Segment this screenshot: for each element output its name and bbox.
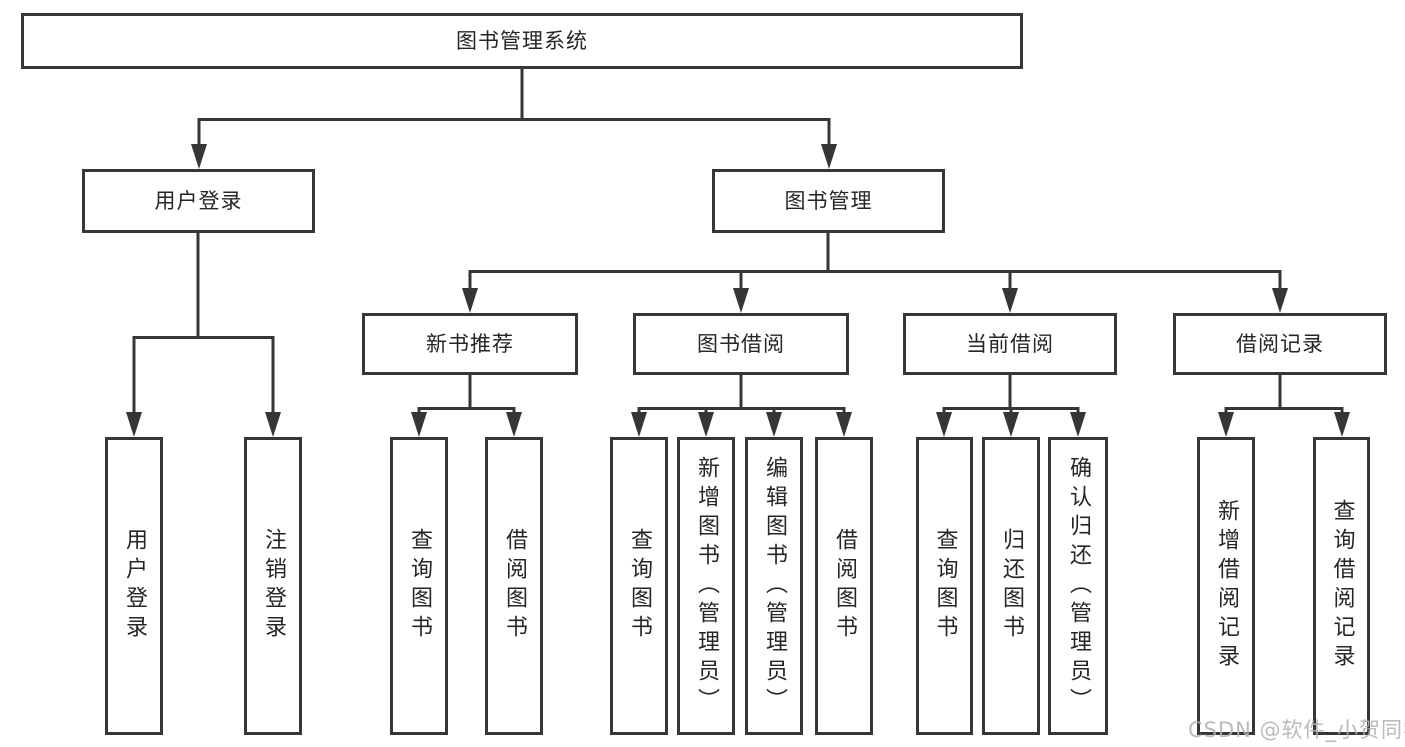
leaf-query-books-borrow: 查询图书	[610, 437, 668, 735]
leaf-user-login: 用户登录	[105, 437, 163, 735]
arrowhead-down-icon	[1334, 412, 1350, 437]
node-user-login: 用户登录	[82, 169, 315, 233]
arrowhead-down-icon	[836, 412, 852, 437]
arrowhead-down-icon	[698, 412, 714, 437]
leaf-borrow-books-borrow: 借阅图书	[815, 437, 873, 735]
leaf-return-books: 归还图书	[982, 437, 1040, 735]
leaf-query-books-current: 查询图书	[916, 437, 973, 735]
arrowhead-down-icon	[766, 412, 782, 437]
arrowhead-down-icon	[1003, 412, 1019, 437]
leaf-add-borrow-record: 新增借阅记录	[1197, 437, 1255, 735]
arrowhead-down-icon	[631, 412, 647, 437]
arrowhead-down-icon	[1272, 288, 1288, 313]
node-borrow-records: 借阅记录	[1173, 313, 1387, 375]
connector-borrow-records	[1224, 375, 1344, 414]
connector-new-book-recommend	[417, 375, 516, 414]
node-new-book-recommend: 新书推荐	[362, 313, 578, 375]
connector-current-borrow	[942, 375, 1080, 414]
arrowhead-down-icon	[1002, 288, 1018, 313]
node-current-borrow: 当前借阅	[903, 313, 1117, 375]
arrowhead-down-icon	[126, 412, 142, 437]
leaf-edit-books-admin: 编辑图书（管理员）	[745, 437, 803, 735]
arrowhead-down-icon	[1218, 412, 1234, 437]
connector-root-to-level2	[197, 69, 831, 146]
leaf-confirm-return-admin: 确认归还（管理员）	[1048, 437, 1108, 735]
leaf-add-books-admin: 新增图书（管理员）	[677, 437, 735, 735]
arrowhead-down-icon	[462, 288, 478, 313]
leaf-query-books-recommend: 查询图书	[390, 437, 448, 735]
arrowhead-down-icon	[506, 412, 522, 437]
arrowhead-down-icon	[265, 412, 281, 437]
leaf-logout-login: 注销登录	[244, 437, 302, 735]
leaf-borrow-books-recommend: 借阅图书	[485, 437, 543, 735]
arrowhead-down-icon	[733, 288, 749, 313]
connector-book-borrow	[637, 375, 846, 414]
connector-user-login-to-leaves	[132, 233, 275, 414]
csdn-watermark: CSDN @软件_小贺同学	[1188, 718, 1405, 742]
connector-book-mgmt-to-level3	[468, 233, 1282, 290]
arrowhead-down-icon	[936, 412, 952, 437]
arrowhead-down-icon	[411, 412, 427, 437]
arrowhead-down-icon	[191, 144, 207, 169]
leaf-query-borrow-record: 查询借阅记录	[1313, 437, 1370, 735]
arrowhead-down-icon	[821, 144, 837, 169]
node-book-borrow: 图书借阅	[633, 313, 849, 375]
arrowhead-down-icon	[1070, 412, 1086, 437]
node-root-library-system: 图书管理系统	[21, 13, 1023, 69]
arrowheads-down	[126, 144, 1350, 437]
node-book-management: 图书管理	[712, 169, 945, 233]
